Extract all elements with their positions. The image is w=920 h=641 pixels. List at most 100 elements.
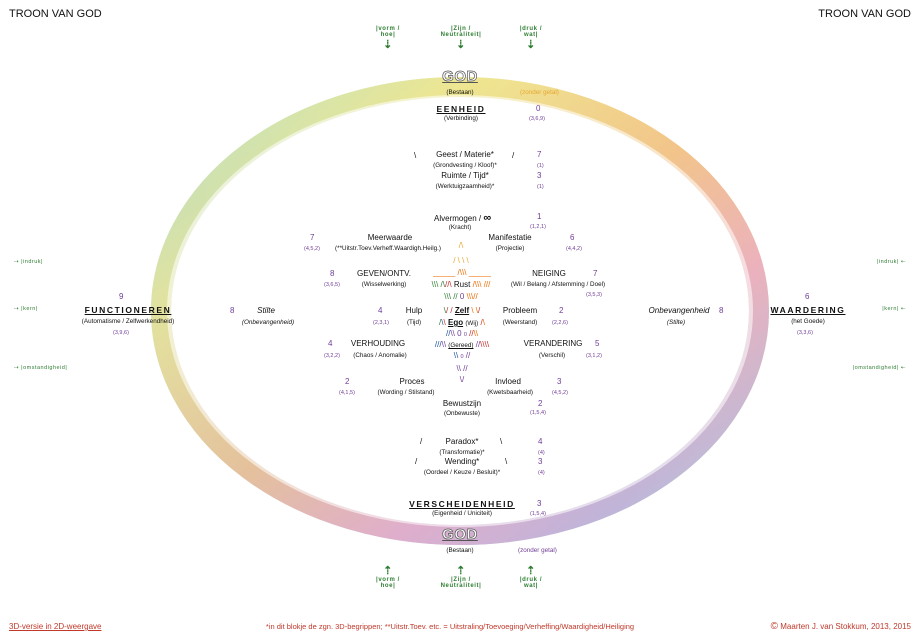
glyph-row-1: _____ /\\\ _____: [433, 268, 491, 277]
top-pointer-vorm: |vorm /hoe| ⇣: [376, 26, 400, 51]
geest-title: Geest / Materie*: [436, 150, 494, 159]
verscheidenheid-triplet: (1,5,4): [530, 511, 546, 517]
top-pointer-druk: |druk /wat| ⇣: [519, 26, 543, 51]
ruimte-triplet: (1): [537, 184, 544, 190]
verhouding-triplet: (3,2,2): [324, 353, 340, 359]
hulp-title: Hulp: [405, 306, 423, 315]
invloed-sub: (Kwetsbaarheid): [487, 389, 533, 396]
wending-num: 3: [538, 457, 543, 466]
ruimte-sub: (Werktuigzaamheid)*: [435, 183, 495, 190]
bottom-pointer-druk: ⇡ |druk /wat|: [519, 565, 543, 589]
meerwaarde-num: 7: [310, 233, 315, 242]
hulp-sub: (Tijd): [406, 319, 422, 326]
zelf-row: \/ / Zelf \ \/: [443, 306, 481, 315]
probleem-title: Probleem: [502, 306, 538, 315]
alvermogen-triplet: (1,2,1): [530, 224, 546, 230]
verandering-triplet: (3,1,2): [586, 353, 602, 359]
side-pointer-omstandigheid-right: |omstandigheid| ⇠: [852, 365, 906, 371]
neiging-title: NEIGING: [532, 269, 566, 278]
glyph-row-3: \/: [459, 375, 465, 384]
right-arrow-icon: ⇢: [14, 259, 20, 265]
proces-num: 2: [345, 377, 350, 386]
copyright-icon: ©: [770, 621, 779, 632]
neiging-triplet: (3,5,3): [586, 292, 602, 298]
verandering-sub: (Verschil): [538, 352, 566, 359]
probleem-triplet: (2,2,6): [552, 320, 568, 326]
onbevangenheid-sub: (Stilte): [666, 319, 686, 326]
title-left: TROON VAN GOD: [9, 8, 102, 20]
footer-middle: *in dit blokje de zgn. 3D-begrippen; **U…: [265, 622, 635, 631]
gereed-row: ///\\ (Gereed) //\\\\: [434, 340, 490, 349]
god-bottom-title: GOD: [442, 526, 478, 544]
ego-num-row: //\\ 0 0 //\\: [445, 329, 479, 338]
footer-left: 3D-versie in 2D-weergave: [9, 622, 102, 631]
probleem-sub: (Weerstand): [502, 319, 538, 326]
functioneren-sub: (Automatisme / Zelfwerkendheid): [81, 318, 175, 325]
invloed-num: 3: [557, 377, 562, 386]
left-arrow-icon: ⇠: [900, 306, 906, 312]
meerwaarde-sub: (**Uitstr.Toev.Verheff.Waardigh.Heilg.): [335, 245, 441, 252]
meerwaarde-title: Meerwaarde: [367, 233, 413, 242]
slash-glyph: \: [505, 457, 508, 466]
neiging-num: 7: [593, 269, 598, 278]
geven-sub: (Wisselwerking): [361, 281, 407, 288]
apex-glyph: /\: [458, 241, 464, 250]
proces-title: Proces: [399, 377, 425, 386]
down-arrow-icon: ⇣: [526, 39, 536, 51]
geven-title: GEVEN/ONTV.: [357, 269, 411, 278]
manifestatie-sub: (Projectie): [495, 245, 525, 252]
up-arrow-icon: ⇡: [456, 565, 466, 577]
paradox-title: Paradox*: [445, 437, 479, 446]
hulp-num: 4: [378, 306, 383, 315]
god-top-sub: (Bestaan): [446, 89, 474, 96]
probleem-num: 2: [559, 306, 564, 315]
alvermogen-title: Alvermogen / ∞: [434, 212, 492, 224]
bottom-pointer-vorm: ⇡ |vorm /hoe|: [376, 565, 400, 589]
rust-num-row: \\\ // 0 \\\//: [444, 292, 478, 301]
geven-triplet: (3,6,5): [324, 282, 340, 288]
up-arrow-icon: ⇡: [383, 565, 393, 577]
god-top-note: (zonder getal): [520, 89, 559, 96]
geest-num: 7: [537, 150, 542, 159]
neiging-sub: (Wil / Belang / Afstemming / Doel): [510, 281, 606, 288]
invloed-triplet: (4,5,2): [552, 390, 568, 396]
hulp-triplet: (2,3,1): [373, 320, 389, 326]
stilte-sub: (Onbevangenheid): [241, 319, 295, 326]
waardering-title: WAARDERING: [770, 305, 846, 315]
gereed-num-row: \\ 0 //: [453, 351, 471, 360]
verscheidenheid-num: 3: [537, 499, 542, 508]
eenheid-sub: (Verbinding): [444, 115, 478, 122]
bewustzijn-sub: (Onbewuste): [443, 410, 481, 417]
side-pointer-indruk-left: ⇢ |indruk|: [14, 259, 43, 265]
bewustzijn-num: 2: [538, 399, 543, 408]
bewustzijn-title: Bewustzijn: [442, 399, 482, 408]
ruimte-num: 3: [537, 171, 542, 180]
lines-glyph: / \ \ \: [453, 256, 469, 265]
down-arrow-icon: ⇣: [383, 39, 393, 51]
left-arrow-icon: ⇠: [900, 365, 906, 371]
wending-title: Wending*: [444, 457, 480, 466]
invloed-title: Invloed: [495, 377, 521, 386]
paradox-triplet: (4): [538, 450, 545, 456]
glyph-row-2: \\ //: [456, 364, 468, 373]
eenheid-triplet: (3,6,9): [529, 116, 545, 122]
right-arrow-icon: ⇢: [14, 306, 20, 312]
paradox-num: 4: [538, 437, 543, 446]
slash-glyph: \: [500, 437, 503, 446]
proces-triplet: (4,1,5): [339, 390, 355, 396]
down-arrow-icon: ⇣: [456, 39, 466, 51]
wending-sub: (Oordeel / Keuze / Besluit)*: [423, 469, 501, 476]
slash-glyph: /: [512, 151, 515, 160]
alvermogen-sub: (Kracht): [448, 224, 472, 231]
bewustzijn-triplet: (1,5,4): [530, 410, 546, 416]
side-pointer-kern-left: ⇢ |kern|: [14, 306, 38, 312]
verhouding-sub: (Chaos / Anomalie): [353, 352, 407, 359]
functioneren-title: FUNCTIONEREN: [84, 305, 172, 315]
eenheid-title: EENHEID: [436, 104, 486, 114]
geest-triplet: (1): [537, 163, 544, 169]
god-bottom-note: (zonder getal): [518, 547, 557, 554]
paradox-sub: (Transformatie)*: [439, 449, 485, 456]
title-right: TROON VAN GOD: [818, 8, 911, 20]
verandering-title: VERANDERING: [523, 339, 583, 348]
